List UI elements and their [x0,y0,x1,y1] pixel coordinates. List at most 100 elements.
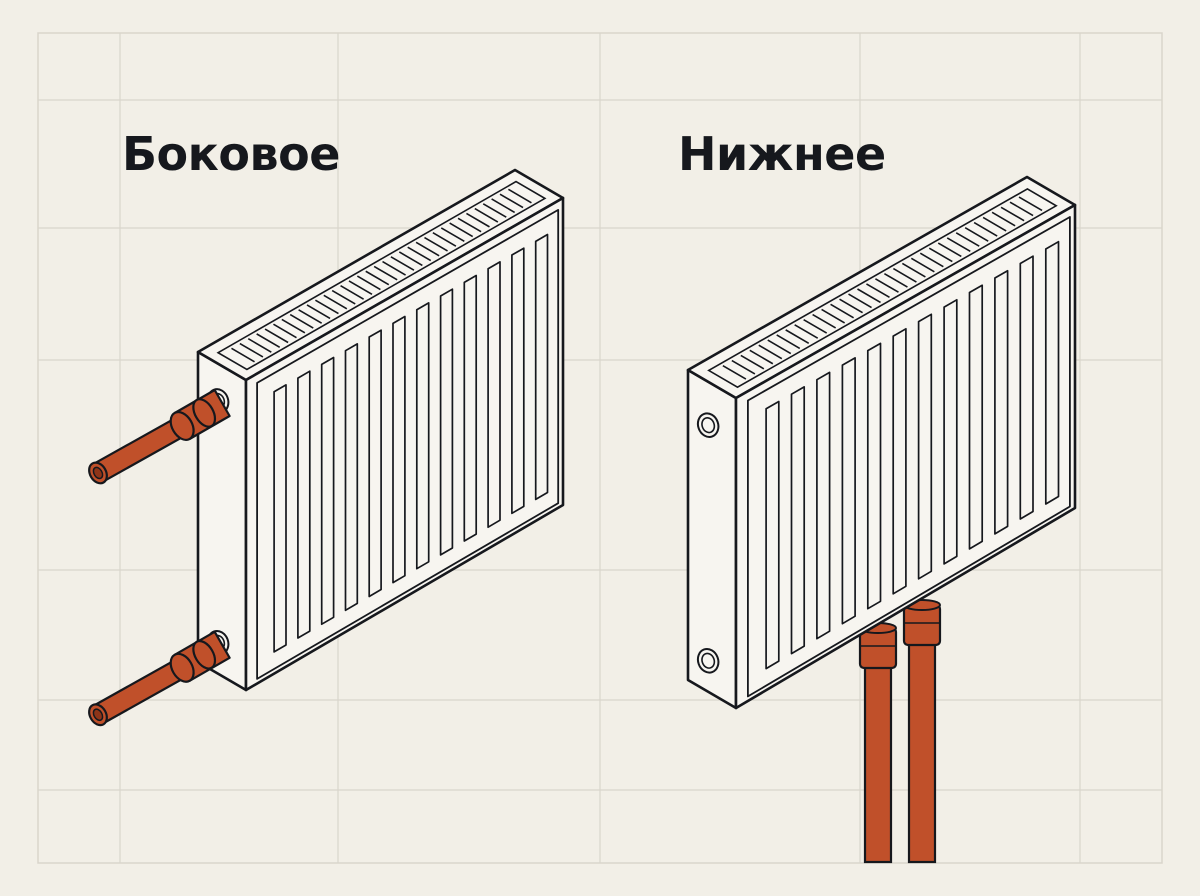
grille-slot [507,188,532,204]
grille-slot [398,251,423,267]
grille-slot [390,256,415,271]
fin [765,400,780,670]
fin [511,247,525,515]
fin [392,315,406,584]
grille-slot [919,252,944,268]
fitting-nut [169,652,195,683]
grille-slot [482,203,507,218]
grille-slot [955,232,980,247]
fin [816,371,831,640]
grille-slot [767,339,792,355]
fin [968,284,984,550]
grille-slot [973,221,998,237]
grille-slot [449,222,474,238]
return-pipe-lower [88,630,231,727]
grille-slot [247,338,272,353]
grille-slot [491,198,516,214]
supply-pipe-upper [88,388,231,485]
front-fins [765,240,1060,670]
grille-slot [466,212,490,228]
top-grille [707,187,1058,389]
radiator-side-connection [88,168,565,727]
fin [917,313,933,580]
fin [790,386,806,655]
pipe-bore [92,708,104,722]
grille-slot [348,280,373,296]
grille-slot [731,359,756,375]
grille-slot [1018,196,1043,212]
grille-slot [382,260,406,276]
grille-slot [830,303,855,319]
grille-slot [306,304,331,320]
grille-slot [424,236,448,252]
bottom-pipe-right [902,599,942,864]
radiator-bottom-connection [686,175,1077,864]
grille-slot [1009,201,1034,217]
grille-slot [1000,206,1025,222]
title-bottom-connection: Нижнее [678,127,886,181]
grille-slot [432,232,457,247]
front-panel-border [747,216,1071,698]
grille-slot [256,333,281,349]
grille-slot [331,289,356,305]
grille-slot [857,288,881,304]
side-port-inner [701,652,716,669]
grille-slot [892,267,917,283]
fin [841,357,856,625]
fin [273,384,287,653]
grille-slot [776,334,801,350]
grille-slot [474,207,499,223]
fin [320,356,335,626]
grille-slot [740,354,765,370]
grille-slot [937,242,962,258]
fin [297,370,311,639]
grille-slot [991,211,1016,227]
grille-slot [323,294,348,310]
pipe-rod [907,637,937,864]
fin [415,302,430,570]
top-grille [216,180,547,371]
side-port-inner [701,417,716,434]
grille-slot [365,270,390,286]
grille-slot [812,313,837,329]
grille-slot [289,313,314,329]
grille-slot [839,298,863,314]
grille-slot [298,309,323,324]
grille-slot [239,342,264,358]
fin [368,329,382,598]
fitting-ring [192,398,217,428]
pipe-bore [92,466,104,480]
grille-slot [964,227,989,242]
grille-slot [373,265,398,281]
grille-slot [281,318,306,334]
grille-slot [273,323,297,339]
grille-slot [407,246,432,262]
grille-slot [821,308,846,324]
grille-frame [707,187,1058,389]
grille-slot [499,193,524,209]
grille-slot [415,241,440,257]
grille-slot [722,364,747,380]
grille-slot [749,349,774,365]
fin [487,261,501,529]
fin [994,269,1009,535]
fin [866,342,882,610]
grille-slot [910,257,935,273]
grille-slot [946,237,971,253]
grille-slot [866,283,890,299]
grille-slot [901,262,926,278]
fin [1044,240,1060,505]
grille-slot [794,324,819,339]
fin [439,288,454,556]
fitting-ring [192,639,217,670]
fin [534,233,549,501]
grille-slot [848,293,872,309]
grille-slot [457,217,482,233]
grille-slot [928,247,953,263]
grille-slot [883,272,908,288]
grille-slot [231,347,255,363]
grille-slot [340,285,365,300]
grille-slot [264,328,289,344]
